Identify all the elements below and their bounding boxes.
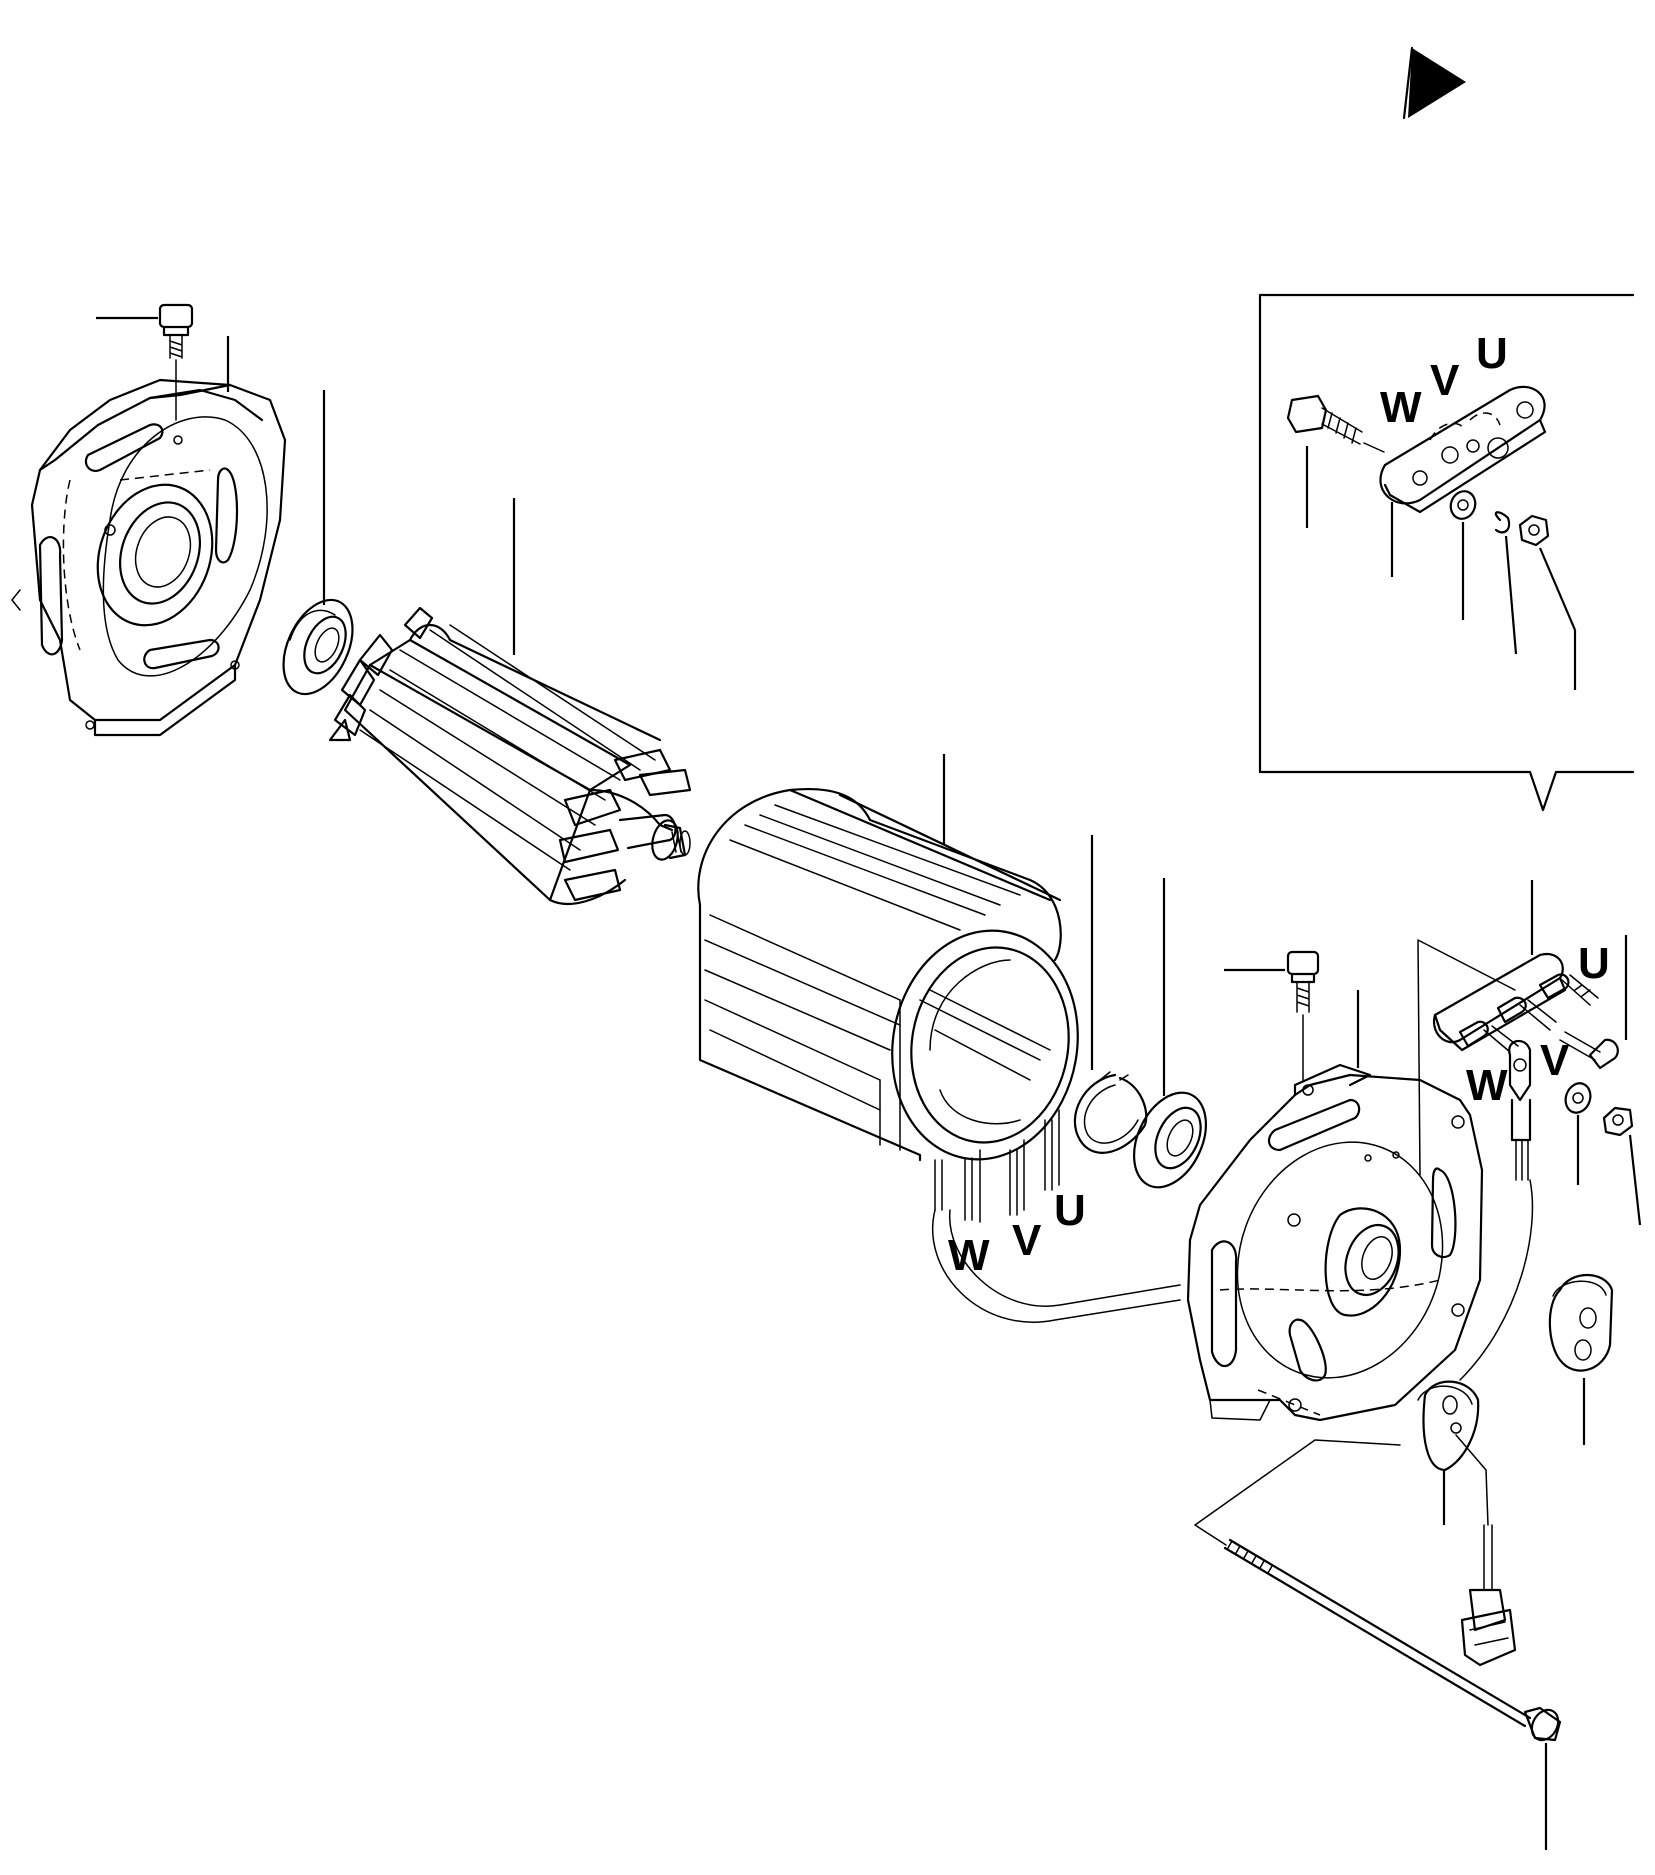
stator [697, 787, 1181, 1323]
inset-w-label: W [1380, 383, 1422, 432]
front-bearing [282, 598, 354, 696]
direction-arrow-icon [1402, 46, 1466, 120]
front-end-shield [11, 378, 287, 737]
retaining-ring [1073, 1071, 1148, 1154]
inset-v-label: V [1430, 356, 1460, 405]
rear-shield-bolt [1224, 950, 1320, 1081]
gasket-small [1417, 1380, 1489, 1526]
terminal-u-label: U [1578, 939, 1610, 988]
end-shield-bolt [96, 303, 194, 421]
rear-bearing [1133, 1091, 1207, 1189]
sensor-connector [1460, 1524, 1517, 1667]
stator-lead-u-label: U [1054, 1186, 1086, 1235]
tie-rod-bolt [1194, 1439, 1562, 1742]
stator-lead-w-label: W [948, 1231, 990, 1280]
rotor [328, 606, 692, 905]
gasket-large [1548, 1274, 1614, 1372]
rear-end-shield [1186, 1063, 1484, 1422]
terminal-block [1417, 939, 1634, 1381]
detail-inset [1258, 293, 1635, 812]
terminal-v-label: V [1540, 1036, 1570, 1085]
stator-lead-v-label: V [1012, 1216, 1042, 1265]
terminal-w-label: W [1466, 1061, 1508, 1110]
inset-u-label: U [1476, 329, 1508, 378]
